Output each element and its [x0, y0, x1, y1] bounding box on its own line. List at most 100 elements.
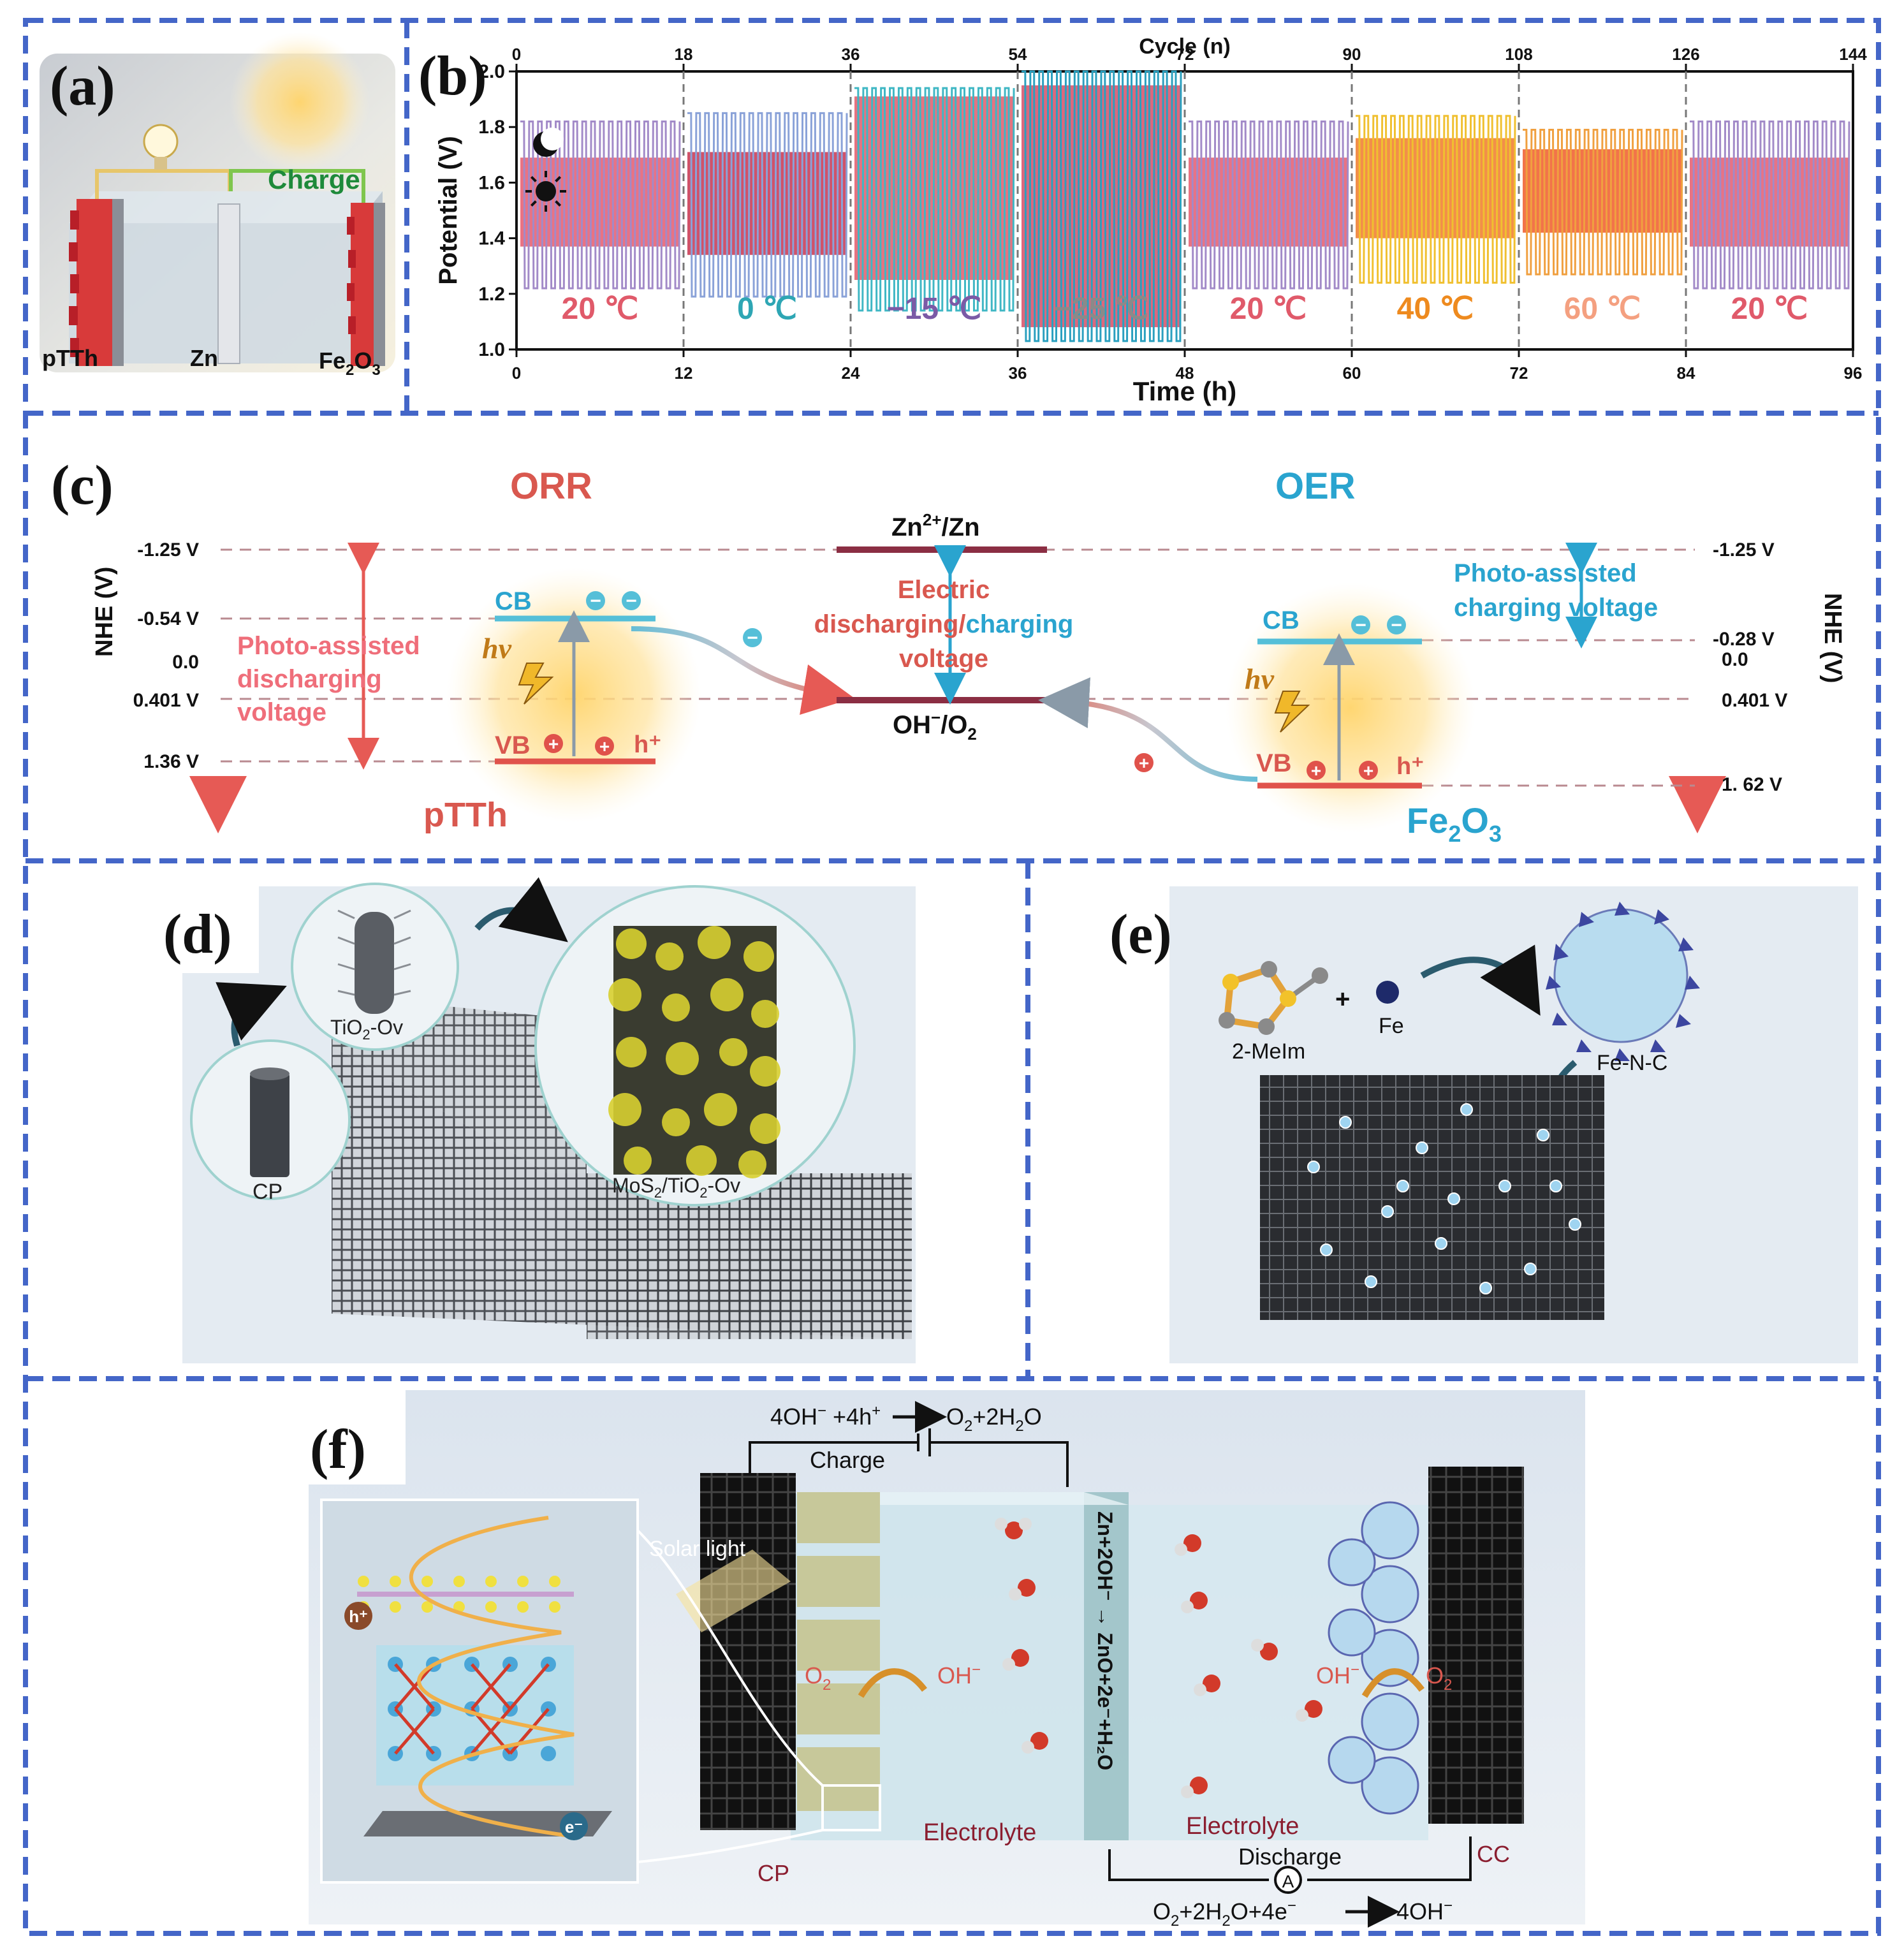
x-tick-label-3: 36: [1009, 363, 1027, 383]
x-tick-label-1: 12: [675, 363, 693, 383]
panel-label-a: (a): [50, 55, 115, 117]
cp-label-f: CP: [758, 1860, 789, 1886]
fe-n-c-spheres: [1328, 1501, 1419, 1815]
sun-ray-1: [555, 200, 562, 207]
right-level-2: -0.28 V: [1713, 629, 1775, 650]
x2-tick-label-4: 72: [1176, 45, 1194, 64]
ptth-vb-label: VB: [495, 731, 531, 759]
panel-label-f: (f): [310, 1419, 366, 1481]
temperature-label-5: 20 ℃: [1230, 292, 1307, 326]
moon-icon-cutout: [541, 128, 564, 150]
photo-discharge-1: Photo-assisted: [237, 632, 420, 660]
sun-ray-3: [530, 200, 537, 207]
right-level-3: 0.0: [1722, 649, 1748, 670]
x2-tick-label-1: 18: [675, 45, 693, 64]
left-level-4: 0.401 V: [133, 690, 199, 711]
ptth-hv: hν: [482, 632, 512, 664]
curved-arrow-1: [216, 982, 287, 1047]
sun-ray-5: [530, 175, 537, 182]
svg-text:−: −: [747, 627, 758, 649]
y-tick-label-4: 1.8: [478, 117, 505, 138]
right-level-4: 0.401 V: [1722, 690, 1787, 711]
temperature-label-1: 20 ℃: [562, 292, 639, 326]
left-level-2: -0.54 V: [137, 608, 199, 629]
temperature-label-3: −15 ℃: [887, 292, 982, 326]
solar-light-label: Solar light: [649, 1537, 746, 1561]
left-nhe-label: NHE (V): [91, 567, 118, 657]
curved-arrow-e: [1420, 944, 1541, 1016]
fe2o3-electrons: − −: [1351, 615, 1406, 636]
segment-wave-4: [1022, 70, 1182, 342]
fe2o3-cb-label: CB: [1263, 606, 1300, 634]
photo-charge-2: charging voltage: [1454, 594, 1658, 622]
panel-label-c: (c): [51, 455, 114, 517]
curved-arrow-2: [474, 877, 568, 942]
hole-transfer-arrow: [1038, 677, 1258, 782]
oer-title: OER: [1275, 465, 1356, 507]
x2-tick-label-8: 144: [1839, 45, 1867, 64]
x2-tick-label-2: 36: [842, 45, 860, 64]
inset-connector: [636, 1529, 824, 1863]
temperature-label-7: 60 ℃: [1564, 292, 1641, 326]
temperature-label-6: 40 ℃: [1397, 292, 1474, 326]
left-level-5: 1.36 V: [143, 751, 199, 772]
electrolyte-left: Electrolyte: [923, 1819, 1036, 1846]
top-equation-products: O2+2H2O: [946, 1404, 1042, 1435]
fe2o3-label: Fe2O3: [319, 348, 381, 379]
mos2-tio2-ov-label: MoS2/TiO2-Ov: [612, 1174, 740, 1201]
panel-a: Charge pTTh Zn Fe2O3 (a): [40, 32, 395, 379]
charge-path-curve: [409, 1516, 575, 1838]
y-axis-label: Potential (V): [434, 136, 462, 284]
svg-text:−: −: [590, 590, 601, 612]
segment-wave-6: [1356, 115, 1516, 284]
ptth-hplus: h⁺: [634, 731, 661, 758]
left-level-3: 0.0: [172, 652, 199, 673]
y-tick-label-2: 1.4: [478, 228, 505, 249]
water-molecules: [995, 1518, 1322, 1798]
oh-left-label: OH−: [937, 1661, 981, 1689]
mos2-layer: [357, 1576, 574, 1613]
temperature-label-8: 20 ℃: [1731, 292, 1808, 326]
x-tick-label-8: 96: [1844, 363, 1863, 383]
fe2o3-lightning-icon: [1274, 691, 1310, 733]
bottom-equation-product: 4OH−: [1396, 1897, 1453, 1924]
left-level-1: -1.25 V: [137, 539, 199, 561]
x2-tick-label-0: 0: [512, 45, 521, 64]
panel-c: (c) ORR OER NHE (V) NHE (V) -1.25 V -0.5…: [51, 455, 1846, 847]
x-tick-label-2: 24: [842, 363, 860, 383]
x-tick-label-4: 48: [1176, 363, 1194, 383]
y-tick-label-3: 1.6: [478, 172, 505, 193]
svg-text:+: +: [599, 737, 610, 756]
fenc-label: Fe-N-C: [1597, 1051, 1667, 1075]
top-equation: 4OH− +4h+: [770, 1402, 881, 1430]
orr-title: ORR: [510, 465, 592, 507]
x2-tick-label-5: 90: [1343, 45, 1361, 64]
oh-right-label: OH−: [1316, 1661, 1359, 1689]
temperature-label-2: 0 ℃: [737, 292, 797, 326]
electrolyte-right: Electrolyte: [1186, 1813, 1299, 1840]
meim-label: 2-MeIm: [1232, 1039, 1305, 1064]
photoelectrode-cp: [700, 1473, 796, 1830]
svg-text:e⁻: e⁻: [565, 1817, 583, 1836]
svg-text:+: +: [1311, 761, 1321, 781]
panel-e: 2-MeIm + Fe Fe-N-C (e): [1109, 886, 1858, 1363]
ptth-electrons: − −: [586, 590, 641, 612]
x2-axis-label: Cycle (n): [1139, 34, 1231, 59]
meim-plus: +: [1335, 985, 1350, 1013]
zn-redox-label: Zn2+/Zn: [891, 510, 980, 541]
solar-light-beam: [676, 1550, 791, 1632]
right-level-5: 1. 62 V: [1722, 774, 1782, 795]
segment-wave-2: [687, 112, 848, 298]
electric-1: Electric: [898, 576, 990, 604]
charge-label-f: Charge: [810, 1447, 885, 1473]
ptth-electrode: [77, 199, 114, 366]
cc-label-f: CC: [1477, 1841, 1510, 1867]
panel-d: TiO2-Ov CP MoS2/TiO2-Ov (d): [163, 877, 916, 1363]
fe2o3-glow: [1226, 583, 1476, 833]
sun-ray-7: [555, 175, 562, 182]
x-axis-label: Time (h): [1133, 376, 1237, 406]
svg-text:−: −: [1391, 615, 1402, 636]
fe2o3-holes: + +: [1307, 761, 1378, 781]
photo-charge-1: Photo-assisted: [1454, 559, 1637, 587]
